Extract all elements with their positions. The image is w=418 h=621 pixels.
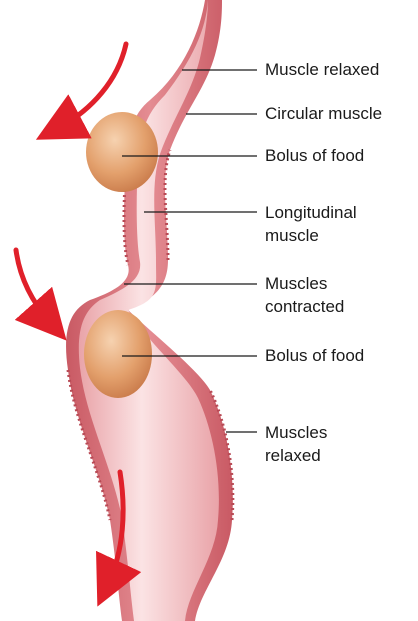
label-bolus-lower: Bolus of food bbox=[265, 345, 364, 366]
label-muscle-relaxed-top: Muscle relaxed bbox=[265, 59, 379, 80]
label-relaxed-line1: Muscles bbox=[265, 422, 327, 443]
label-longitudinal-line2: muscle bbox=[265, 225, 319, 246]
direction-arrow-middle bbox=[16, 250, 50, 322]
bolus-upper bbox=[86, 112, 158, 192]
label-contracted-line1: Muscles bbox=[265, 273, 327, 294]
label-contracted-line2: contracted bbox=[265, 296, 344, 317]
label-relaxed-line2: relaxed bbox=[265, 445, 321, 466]
label-circular-muscle: Circular muscle bbox=[265, 103, 382, 124]
bolus-lower bbox=[84, 310, 152, 398]
label-bolus-upper: Bolus of food bbox=[265, 145, 364, 166]
label-longitudinal-line1: Longitudinal bbox=[265, 202, 357, 223]
